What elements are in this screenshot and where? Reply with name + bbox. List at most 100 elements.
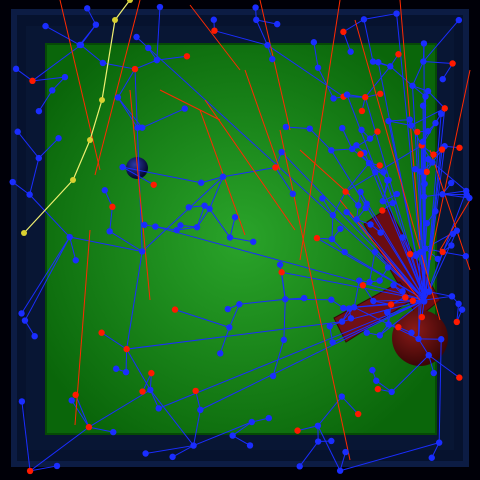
highlight-node <box>21 230 27 236</box>
tree-edge <box>424 113 442 301</box>
tree-node <box>376 332 384 339</box>
tree-edge <box>438 339 442 443</box>
path-node <box>449 60 456 67</box>
tree-node <box>389 199 397 207</box>
tree-edge <box>232 421 253 436</box>
tree-node <box>328 235 336 243</box>
tree-edge <box>418 145 423 339</box>
tree-edge <box>80 44 104 64</box>
tree-edge <box>156 7 161 61</box>
tree-node <box>197 179 205 186</box>
tree-edge <box>101 332 127 350</box>
path-node <box>359 282 367 289</box>
tree-edge <box>24 236 71 321</box>
tree-node <box>341 248 348 256</box>
tree-edge <box>142 372 152 392</box>
highlight-node <box>99 97 105 103</box>
tree-edge <box>193 409 201 446</box>
tree-edge <box>176 226 198 231</box>
tree-node <box>76 41 83 49</box>
tree-node <box>384 177 391 184</box>
highlight-node <box>70 177 76 183</box>
tree-node <box>18 310 25 317</box>
tree-node <box>384 309 391 316</box>
path-node <box>409 297 417 304</box>
path-node <box>26 467 34 475</box>
tree-edge <box>297 425 318 432</box>
tree-node <box>369 58 377 65</box>
tree-node <box>99 59 107 67</box>
tree-node <box>434 255 441 263</box>
path-node <box>109 203 116 211</box>
tree-edge <box>109 206 113 232</box>
tree-node <box>420 193 428 200</box>
tree-node <box>12 65 20 73</box>
path-node <box>354 410 362 418</box>
tree-node <box>393 190 401 198</box>
tree-edge <box>29 465 58 472</box>
tree-node <box>407 122 415 129</box>
tree-edge <box>427 90 446 109</box>
tree-node <box>435 439 443 446</box>
tree-edge <box>196 208 210 228</box>
tree-edge <box>331 215 334 240</box>
tree-edge <box>209 176 224 209</box>
tree-node <box>420 58 427 65</box>
tree-node <box>106 228 113 235</box>
tree-node <box>42 22 49 30</box>
path-edge <box>159 89 221 121</box>
tree-edge <box>364 66 391 98</box>
tree-edge <box>432 162 467 192</box>
tree-node <box>421 180 428 188</box>
tree-node <box>326 323 333 330</box>
tree-node <box>252 4 259 11</box>
tree-node <box>412 166 419 173</box>
tree-edge <box>117 97 143 128</box>
path-edge <box>429 69 471 261</box>
tree-edge <box>418 338 430 356</box>
path-node <box>278 269 285 276</box>
tree-node <box>9 178 16 186</box>
tree-edge <box>330 150 426 301</box>
highlight-edge <box>89 99 103 141</box>
tree-node <box>280 336 288 344</box>
tree-node <box>273 20 281 28</box>
tree-node <box>248 418 255 426</box>
tree-edge <box>15 68 33 82</box>
tree-node <box>142 450 149 457</box>
path-node <box>456 374 463 381</box>
tree-node <box>419 138 427 145</box>
path-node <box>362 94 369 101</box>
highlight-edge <box>114 0 131 21</box>
tree-node <box>422 93 429 100</box>
tree-edge <box>117 68 136 98</box>
tree-edge <box>195 390 201 410</box>
tree-edge <box>109 230 143 252</box>
tree-node <box>84 5 91 12</box>
tree-node <box>339 124 346 132</box>
tree-node <box>197 406 204 414</box>
tree-node <box>264 41 271 49</box>
tree-node <box>375 59 382 66</box>
path-edges <box>59 0 471 461</box>
tree-edge <box>283 299 286 340</box>
path-node <box>29 77 36 85</box>
tree-node <box>66 233 73 241</box>
tree-node <box>190 442 197 449</box>
tree-node <box>437 336 445 343</box>
tree-node <box>432 208 439 215</box>
tree-edge <box>229 217 236 238</box>
tree-node <box>409 82 416 89</box>
tree-edge <box>222 166 276 178</box>
tree-node <box>193 223 201 231</box>
tree-node <box>447 179 455 187</box>
tree-node <box>425 288 433 295</box>
tree-edge <box>313 42 319 68</box>
tree-edge <box>360 191 426 301</box>
path-node <box>131 65 139 73</box>
path-edge <box>299 149 351 196</box>
path-node <box>395 51 402 58</box>
tree-edge <box>200 299 426 411</box>
highlight-node <box>112 17 118 23</box>
tree-edge <box>341 127 353 150</box>
